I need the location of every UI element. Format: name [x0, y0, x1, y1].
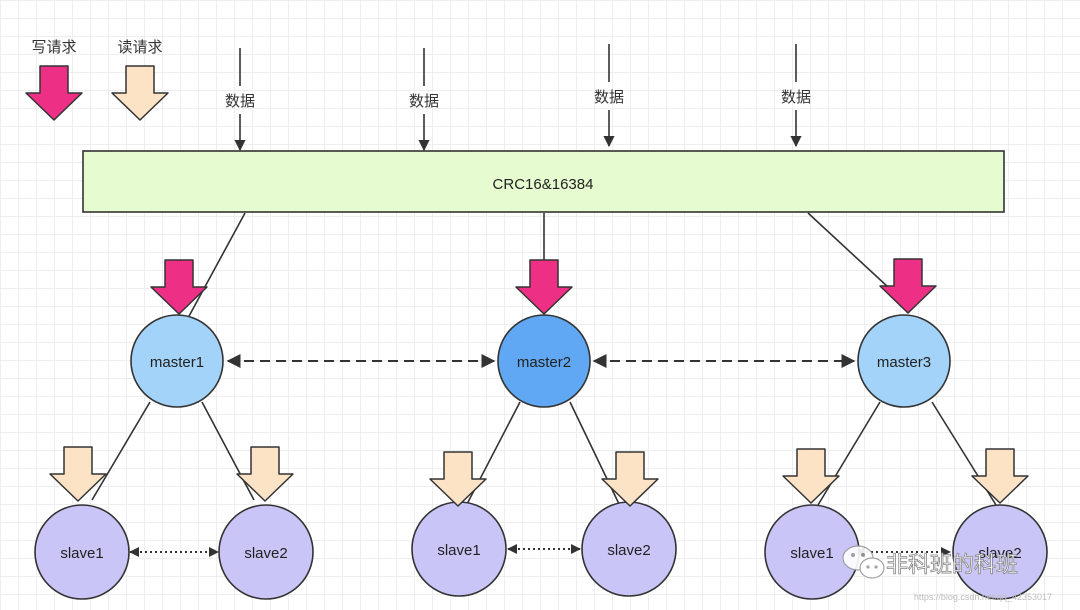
legend-write-arrow-icon: [25, 65, 83, 121]
hash-bar: CRC16&16384: [82, 150, 1005, 213]
master-node-2: master2: [497, 314, 591, 408]
data-label-2: 数据: [409, 93, 439, 110]
legend-read-label: 读请求: [117, 39, 162, 56]
slave-node-4: slave2: [581, 501, 677, 597]
master-node-1: master1: [130, 314, 224, 408]
master-label-2: master2: [517, 354, 571, 371]
hash-bar-label: CRC16&16384: [493, 176, 594, 193]
legend-read-arrow-icon: [111, 65, 169, 121]
write-arrow-icon-master1: [150, 259, 208, 315]
write-arrow-icon-master2: [515, 259, 573, 315]
master-node-3: master3: [857, 314, 951, 408]
read-arrow-icon-slave2: [236, 446, 294, 502]
slave-label-5: slave1: [790, 545, 833, 562]
slave-label-2: slave2: [244, 545, 287, 562]
read-arrow-icon-slave3: [429, 451, 487, 507]
slave-label-4: slave2: [607, 542, 650, 559]
legend-write-label: 写请求: [31, 39, 76, 56]
data-label-1: 数据: [225, 93, 255, 110]
slave-label-3: slave1: [437, 542, 480, 559]
read-arrow-icon-slave6: [971, 448, 1029, 504]
slave-node-2: slave2: [218, 504, 314, 600]
write-arrows: [150, 258, 937, 315]
read-arrow-icon-slave5: [782, 448, 840, 504]
watermark: 非科班的科班 https://blog.csdn.net/qq_42353017: [842, 545, 1052, 602]
wechat-icon: [842, 545, 885, 579]
read-arrow-icon-slave4: [601, 451, 659, 507]
slave-label-1: slave1: [60, 545, 103, 562]
read-arrows: [49, 446, 1029, 507]
master-label-1: master1: [150, 354, 204, 371]
read-arrow-icon-slave1: [49, 446, 107, 502]
watermark-url: https://blog.csdn.net/qq_42353017: [914, 592, 1052, 602]
slave-node-3: slave1: [411, 501, 507, 597]
master-label-3: master3: [877, 354, 931, 371]
write-arrow-icon-master3: [879, 258, 937, 314]
data-label-4: 数据: [781, 89, 811, 106]
watermark-label: 非科班的科班: [886, 552, 1018, 577]
slave-node-1: slave1: [34, 504, 130, 600]
data-inputs: 数据 数据 数据 数据: [225, 44, 811, 152]
legend: 写请求 读请求: [25, 39, 169, 121]
slave-node-5: slave1: [764, 504, 860, 600]
slave-label-6: slave2: [978, 545, 1021, 562]
master-to-slave-links: [91, 401, 997, 507]
slave-node-6: slave2: [952, 504, 1048, 600]
data-label-3: 数据: [594, 89, 624, 106]
